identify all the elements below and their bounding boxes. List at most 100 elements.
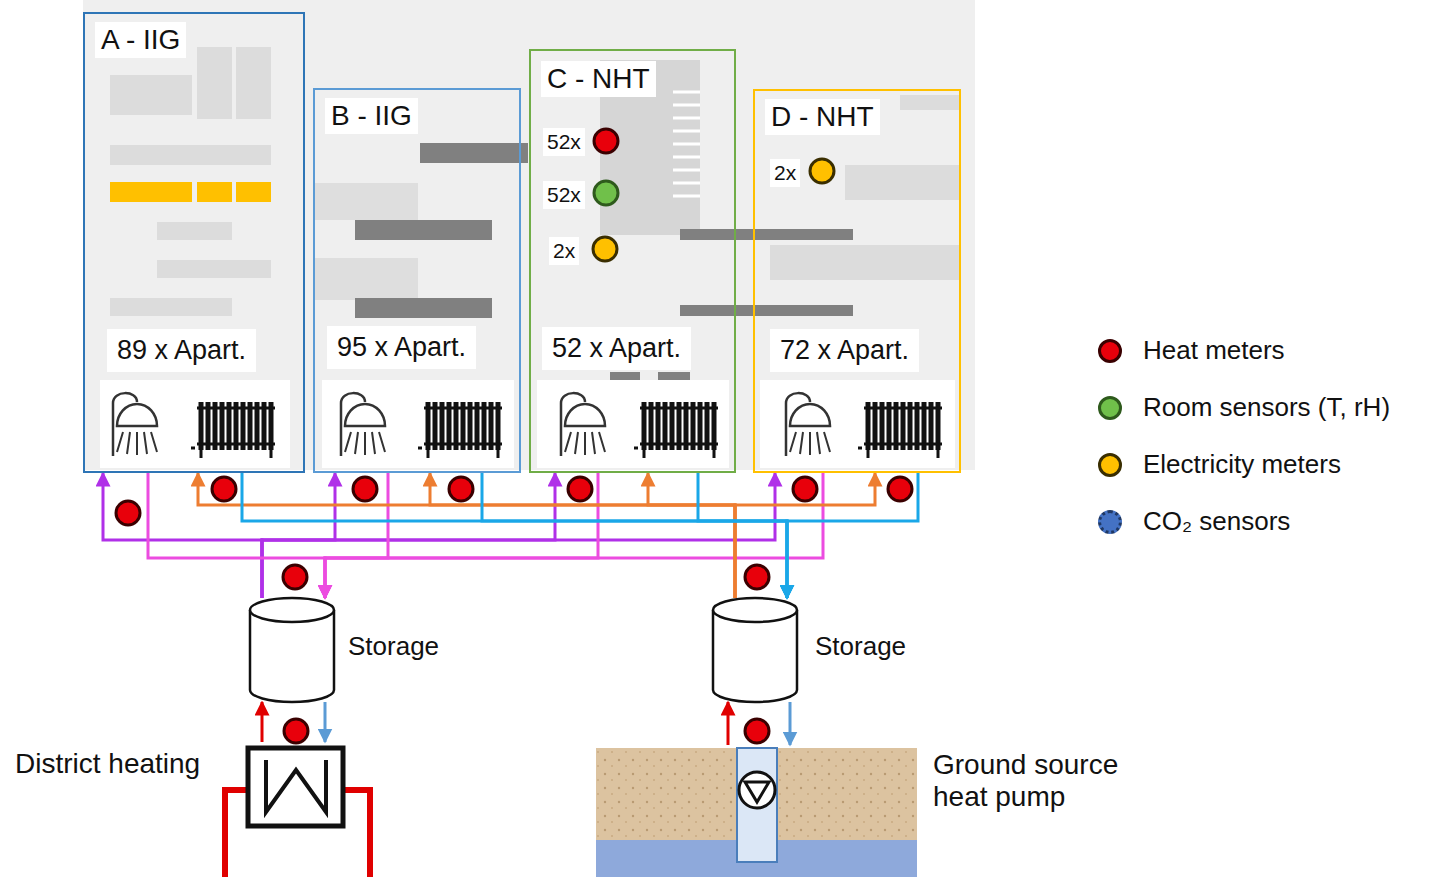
heat-meter — [568, 477, 592, 501]
pipe-connector — [103, 473, 262, 598]
radiator-icon — [418, 402, 502, 458]
radiator-icon — [634, 402, 718, 458]
node-heading: A - IIG — [95, 22, 186, 58]
text-slot: D - NHT — [765, 99, 880, 135]
text-slot: B - IIG — [325, 98, 418, 134]
pipe-connector — [789, 702, 792, 745]
text-slot: 2x — [549, 237, 579, 265]
node-text: 95 x Apart. — [327, 326, 476, 369]
building-part — [157, 260, 271, 278]
building-part — [110, 298, 232, 316]
icon-panel — [322, 380, 514, 468]
pipe-connector — [698, 473, 787, 598]
pipe-connector — [727, 702, 730, 745]
building-part — [770, 245, 960, 280]
pipe-connector — [198, 473, 735, 598]
building-part — [845, 165, 960, 200]
text-slot: C - NHT — [541, 61, 656, 97]
heat-meter — [283, 565, 307, 589]
legend-text: Electricity meters — [1143, 450, 1341, 480]
node-text: 89 x Apart. — [107, 329, 256, 372]
legend: Heat metersRoom sensors (T, rH) Electrici… — [1098, 322, 1390, 550]
text-slot: 52 x Apart. — [542, 327, 691, 370]
heat-exchanger — [248, 748, 343, 826]
heat-meters — [116, 129, 912, 743]
highlight-floor — [197, 182, 232, 202]
heat-meter — [116, 501, 140, 525]
legend-item: Heat meters — [1098, 322, 1390, 379]
storage-top — [713, 598, 797, 622]
highlight-floor — [236, 182, 271, 202]
shower-icon — [561, 393, 605, 456]
pipe-connector — [325, 473, 388, 598]
building-part — [236, 47, 271, 119]
text-slot: 89 x Apart. — [107, 329, 256, 372]
building-part — [680, 305, 853, 316]
exchanger-coil — [266, 760, 326, 812]
text-slot: Storage — [348, 632, 439, 662]
pipe-connector — [735, 473, 875, 598]
text-slot: 72 x Apart. — [770, 329, 919, 372]
text-slot: 52x — [543, 181, 585, 209]
text-slot: 2x — [770, 159, 800, 187]
building-box: A - IIG 89 x Apart. — [83, 12, 305, 473]
building-box: D - NHT 2x 72 x Apart. — [753, 89, 961, 473]
heat-meter — [888, 477, 912, 501]
heat-meter — [745, 719, 769, 743]
node-heading: Ground source heat pump — [933, 749, 1148, 813]
building-box: B - IIG 95 x Apart. — [313, 88, 521, 473]
legend-item: Room sensors (T, rH) — [1098, 379, 1390, 436]
shower-icon — [341, 393, 385, 456]
legend-text: Room sensors (T, rH) — [1143, 393, 1390, 423]
pipe-connector — [325, 473, 823, 598]
legend-swatch — [1098, 396, 1122, 420]
legend-text: CO₂ sensors — [1143, 507, 1290, 537]
building-part — [355, 298, 492, 318]
node-heading: C - NHT — [541, 61, 656, 97]
text-slot: 95 x Apart. — [327, 326, 476, 369]
electricity-meter — [810, 159, 834, 183]
storage-tank — [250, 610, 334, 702]
ground-source-heat-pump: Ground source heat pump — [596, 745, 1154, 877]
text-slot: District heating — [15, 748, 200, 780]
heat-meter — [353, 477, 377, 501]
legend-swatch — [1098, 453, 1122, 477]
district-heating: District heating — [10, 742, 350, 832]
node-heading: District heating — [15, 748, 200, 780]
legend-swatch — [1098, 339, 1122, 363]
building-part — [900, 95, 960, 110]
heat-meter — [212, 477, 236, 501]
node-text: 72 x Apart. — [770, 329, 919, 372]
node-text: 52 x Apart. — [542, 327, 691, 370]
stair-lines — [673, 92, 700, 196]
node-heading: Storage — [348, 632, 439, 662]
highlight-floor — [110, 182, 192, 202]
pipe-connector — [648, 473, 735, 598]
building-part — [313, 183, 418, 220]
legend-text: Heat meters — [1143, 336, 1285, 366]
pipe-connector — [324, 702, 327, 742]
icon-panel — [537, 380, 729, 468]
building-part — [680, 229, 853, 240]
pipe-connector — [242, 473, 787, 598]
legend-item: CO₂ sensors — [1098, 493, 1390, 550]
building-part — [313, 258, 418, 300]
shower-icon — [786, 393, 830, 456]
pipe-connector — [787, 473, 918, 598]
storage-tank: Storage — [702, 598, 922, 702]
heat-meter — [284, 719, 308, 743]
room-sensor — [594, 181, 618, 205]
building-part — [110, 75, 192, 115]
node-heading: B - IIG — [325, 98, 418, 134]
building-part — [157, 222, 232, 240]
storage-tank — [713, 610, 797, 702]
building-part — [110, 145, 271, 165]
legend-item: Electricity meters — [1098, 436, 1390, 493]
building-box: C - NHT52x52x2x52 x Apart. — [529, 49, 736, 473]
text-slot: A - IIG — [95, 22, 186, 58]
pipe-connector — [482, 473, 787, 598]
